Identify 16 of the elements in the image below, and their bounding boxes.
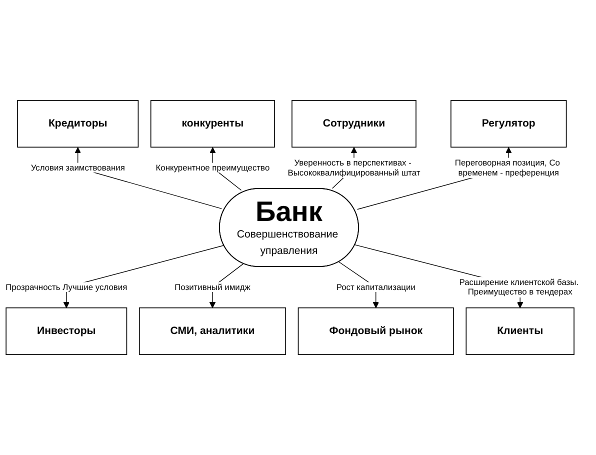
edge-label: Прозрачность Лучшие условия [6, 282, 128, 292]
edge-label: Конкурентное преимущество [156, 162, 270, 173]
edge-label: Расширение клиентской базы. Преимущество в тендерах [459, 277, 579, 298]
node-box: Сотрудники [292, 100, 416, 148]
edge-label: Условия заимствования [30, 162, 125, 173]
edge-label: Позитивный имидж [174, 282, 250, 292]
node-box: Инвесторы [6, 307, 128, 355]
node-box: Регулятор [450, 100, 567, 148]
node-box: Фондовый рынок [298, 307, 454, 355]
node-box: Клиенты [466, 307, 574, 355]
node-box: конкуренты [150, 100, 275, 148]
node-box: СМИ, аналитики [138, 307, 286, 355]
node-box: Кредиторы [17, 100, 139, 148]
edge-label: Уверенность в перспективах - Высококвалифицированный штат [288, 158, 420, 178]
edge-label: Рост капитализации [336, 282, 416, 292]
edge-label: Переговорная позиция, Со временем - преференция [454, 158, 560, 178]
